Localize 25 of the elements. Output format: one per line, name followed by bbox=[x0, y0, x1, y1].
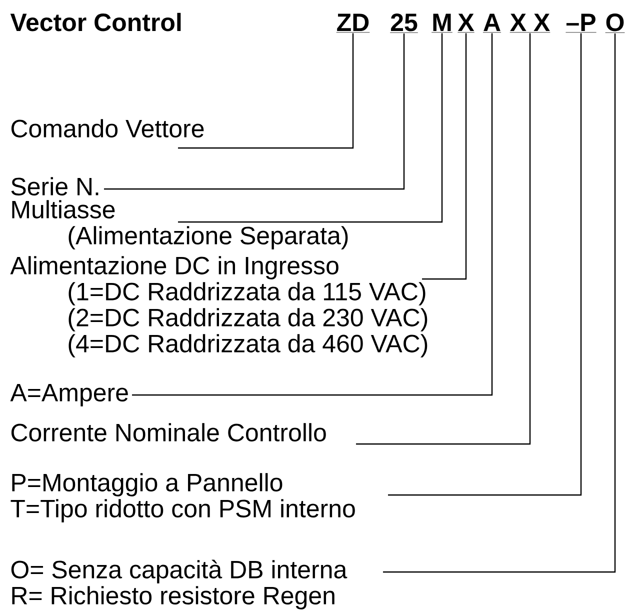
leader-line bbox=[132, 33, 493, 396]
code-segment: X X bbox=[510, 14, 550, 33]
code-segment: M bbox=[431, 14, 453, 33]
description-text: A=Ampere bbox=[10, 384, 128, 406]
code-segment: O bbox=[605, 14, 625, 33]
description-text: Serie N. bbox=[11, 177, 98, 196]
leader-line bbox=[178, 33, 443, 223]
description-text: Alimentazione DC in Ingresso (1=DC Raddrizzata da 115 VAC) (2=DC Raddrizzata da 230 VAC) (4=DC Raddrizzata da 460 VAC) bbox=[10, 256, 428, 358]
code-segment: ZD bbox=[336, 14, 370, 33]
leader-line bbox=[356, 33, 531, 445]
description-text: Corrente Nominale Controllo bbox=[11, 423, 326, 442]
description-text: O= Senza capacità DB interna R= Richiesto resistore Regen bbox=[11, 560, 348, 610]
leader-line bbox=[388, 33, 582, 496]
leader-line bbox=[422, 33, 467, 280]
description-text: Comando Vettore bbox=[11, 119, 204, 138]
description-text: P=Montaggio a Pannello T=Tipo ridotto con PSM interno bbox=[10, 473, 355, 522]
code-segment: –P bbox=[566, 14, 596, 33]
code-segment: X bbox=[457, 14, 475, 33]
leader-line bbox=[383, 33, 616, 573]
code-segment: A bbox=[482, 14, 502, 33]
code-segment: 25 bbox=[390, 14, 418, 33]
description-text: Multiasse (Alimentazione Separata) bbox=[12, 200, 348, 250]
leader-line bbox=[178, 33, 354, 149]
leader-line bbox=[104, 33, 405, 190]
title: Vector Control bbox=[10, 12, 181, 32]
